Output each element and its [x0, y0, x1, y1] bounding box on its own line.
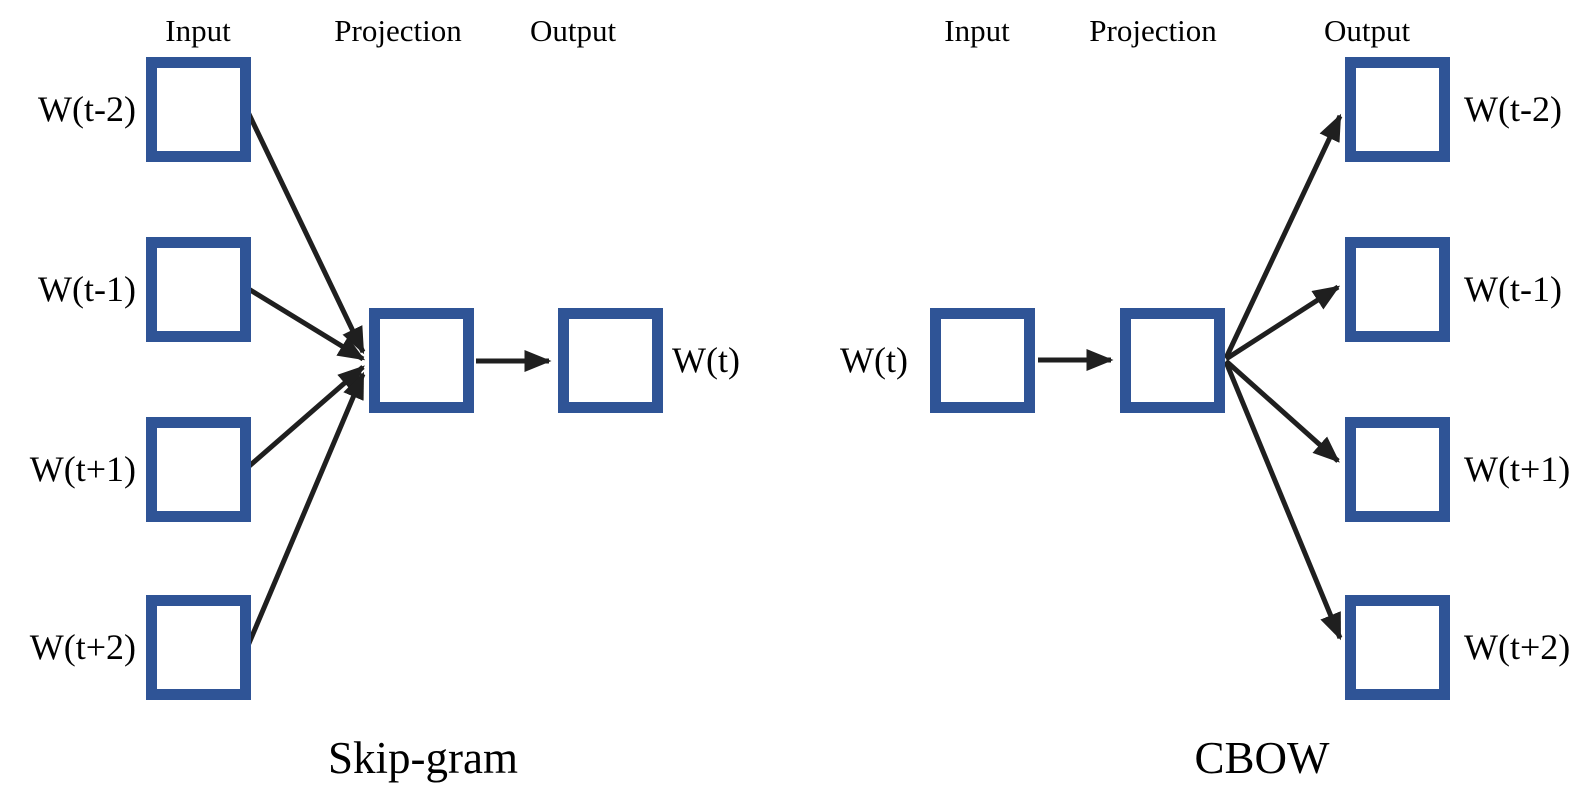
cbow-caption: CBOW [1194, 733, 1330, 783]
skipgram-input-box-wt-2 [146, 57, 251, 162]
cbow-output-box-wt-2 [1345, 57, 1450, 162]
skipgram-arrow-wt+1-to-projection [245, 365, 365, 470]
skipgram-header-input: Input [165, 13, 231, 48]
skipgram-caption: Skip-gram [328, 733, 518, 783]
skipgram-input-box-wt+1 [146, 417, 251, 522]
skipgram-arrow-wt-2-to-projection [244, 108, 366, 355]
cbow-input-box [930, 308, 1035, 413]
cbow-projection-box [1120, 308, 1225, 413]
cbow-output-box-wt+2 [1345, 595, 1450, 700]
skipgram-output-box [558, 308, 663, 413]
skipgram-label-wt+1: W(t+1) [29, 449, 136, 489]
skipgram-arrow-wt+2-to-projection [244, 371, 366, 649]
skipgram-label-wt: W(t) [672, 340, 740, 380]
cbow-output-box-wt-1 [1345, 237, 1450, 342]
skipgram-projection-box [369, 308, 474, 413]
cbow-arrow-projection-to-wt+2 [1223, 361, 1343, 641]
cbow-label-wt+2: W(t+2) [1464, 627, 1571, 667]
cbow-header-projection: Projection [1089, 13, 1217, 48]
skipgram-input-box-wt-1 [146, 237, 251, 342]
cbow-header-input: Input [944, 13, 1010, 48]
skipgram-arrow-wt-1-to-projection [245, 285, 366, 362]
skipgram-label-wt-2: W(t-2) [38, 89, 136, 129]
cbow-label-wt: W(t) [840, 340, 908, 380]
skipgram-header-output: Output [529, 13, 617, 48]
cbow-arrow-projection-to-wt-1 [1224, 284, 1341, 362]
cbow-output-box-wt+1 [1345, 417, 1450, 522]
skipgram-label-wt-1: W(t-1) [38, 269, 136, 309]
cbow-label-wt-1: W(t-1) [1464, 269, 1562, 309]
skipgram-header-projection: Projection [334, 13, 462, 48]
cbow-header-output: Output [1323, 13, 1411, 48]
skipgram-label-wt+2: W(t+2) [29, 627, 136, 667]
cbow-label-wt-2: W(t-2) [1464, 89, 1562, 129]
skipgram-input-box-wt+2 [146, 595, 251, 700]
cbow-arrow-projection-to-wt+1 [1224, 359, 1340, 463]
cbow-label-wt+1: W(t+1) [1464, 449, 1571, 489]
cbow-arrow-projection-to-wt-2 [1223, 113, 1343, 360]
